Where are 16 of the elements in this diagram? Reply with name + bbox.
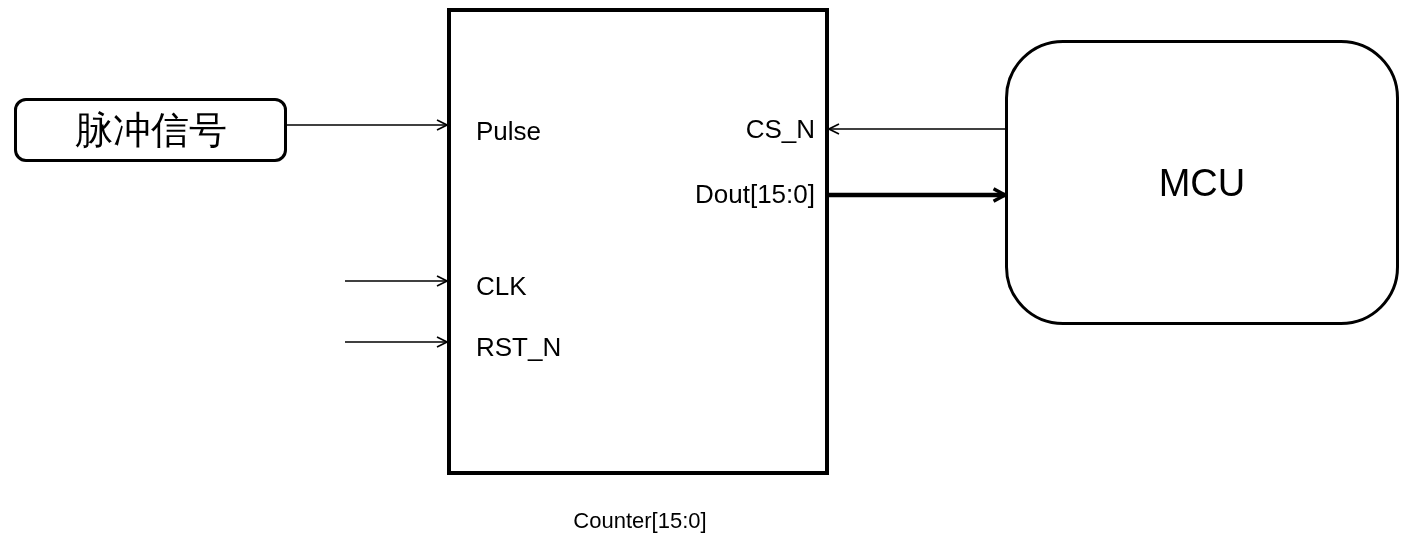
counter-block	[447, 8, 829, 475]
mcu-box	[1005, 40, 1399, 325]
arrow	[344, 275, 448, 287]
arrow	[828, 123, 1006, 135]
port-label: CS_N	[745, 114, 815, 145]
arrow	[829, 187, 1007, 203]
port-label: Dout[15:0]	[695, 179, 815, 210]
signal-source-box	[14, 98, 287, 162]
arrow	[286, 119, 448, 131]
port-label: RST_N	[476, 332, 562, 363]
arrow	[344, 336, 448, 348]
port-label: Pulse	[476, 116, 542, 147]
node-label: MCU	[1157, 161, 1247, 204]
port-label: CLK	[476, 271, 527, 302]
block-caption: Counter[15:0]	[572, 508, 708, 534]
node-label: 脉冲信号	[73, 107, 228, 153]
